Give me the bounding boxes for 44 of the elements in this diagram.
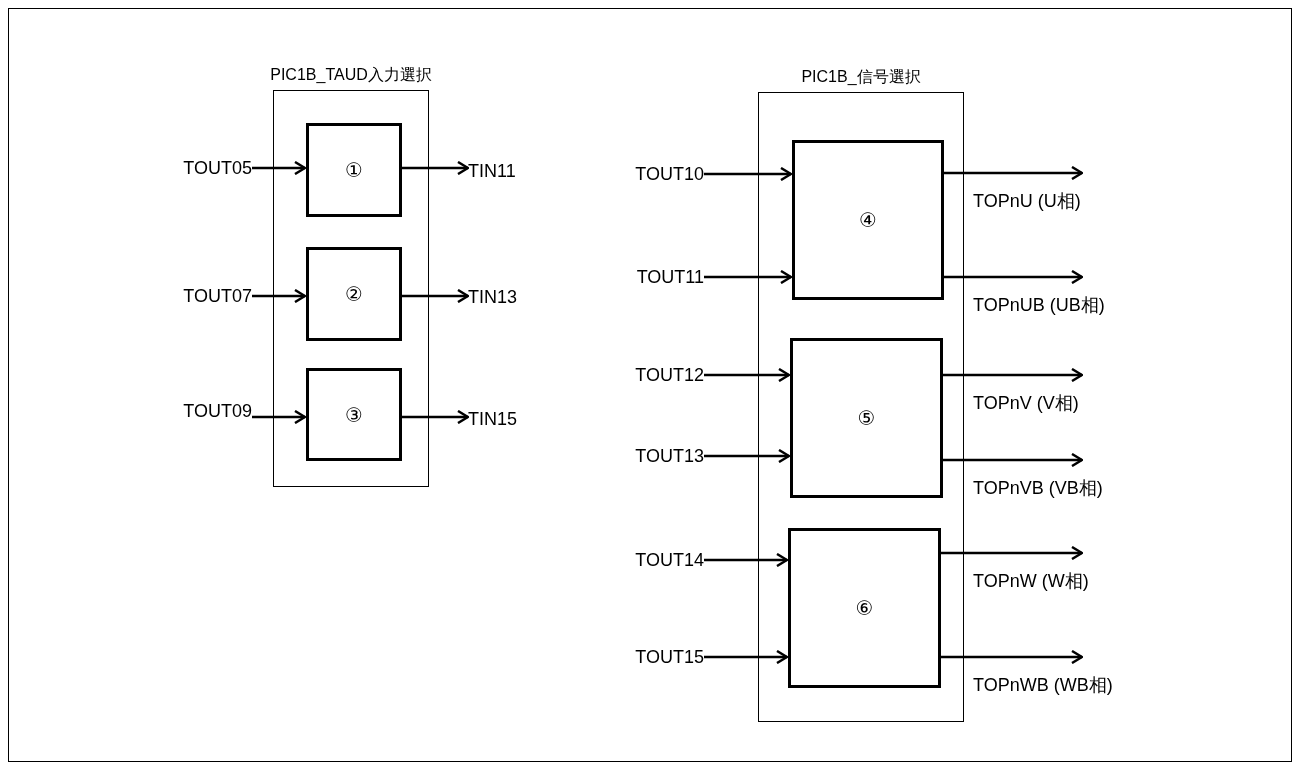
arrow: [401, 160, 470, 176]
signal-name: TOUT15: [590, 646, 704, 668]
selector-block: ③: [306, 368, 402, 461]
arrow: [252, 288, 307, 304]
edge-label: TOPnV (V相): [972, 391, 1080, 415]
signal-name: TOUT05: [140, 157, 252, 179]
arrow: [252, 160, 307, 176]
arrow: [943, 165, 1084, 181]
signal-name: TOUT13: [590, 445, 704, 467]
signal-name: TOUT10: [590, 163, 704, 185]
signal-name: TIN11: [468, 160, 548, 182]
signal-name: TOUT07: [140, 285, 252, 307]
arrow: [940, 649, 1084, 665]
arrow: [704, 367, 791, 383]
signal-name: TOUT11: [590, 266, 704, 288]
signal-name: TIN15: [468, 408, 548, 430]
arrow: [704, 166, 793, 182]
arrow: [401, 409, 470, 425]
selector-block: ⑥: [788, 528, 941, 688]
arrow: [940, 545, 1084, 561]
arrow: [704, 448, 791, 464]
arrow: [252, 409, 307, 425]
arrow: [942, 452, 1084, 468]
group-title: PIC1B_信号選択: [800, 67, 922, 87]
arrow: [401, 288, 470, 304]
edge-label: TOPnVB (VB相): [972, 476, 1104, 500]
arrow: [704, 552, 789, 568]
arrow: [704, 649, 789, 665]
arrow: [942, 367, 1084, 383]
arrow: [704, 269, 793, 285]
edge-label: TOPnWB (WB相): [972, 673, 1114, 697]
selector-block: ②: [306, 247, 402, 341]
selector-block: ①: [306, 123, 402, 217]
arrow: [943, 269, 1084, 285]
edge-label: TOPnUB (UB相): [972, 293, 1106, 317]
signal-name: TOUT12: [590, 364, 704, 386]
edge-label: TOPnU (U相): [972, 189, 1082, 213]
edge-label: TOPnW (W相): [972, 569, 1090, 593]
signal-name: TOUT14: [590, 549, 704, 571]
selector-block: ⑤: [790, 338, 943, 498]
selector-block: ④: [792, 140, 944, 300]
group-title: PIC1B_TAUD入力選択: [269, 65, 433, 85]
signal-name: TIN13: [468, 286, 548, 308]
signal-name: TOUT09: [140, 400, 252, 422]
